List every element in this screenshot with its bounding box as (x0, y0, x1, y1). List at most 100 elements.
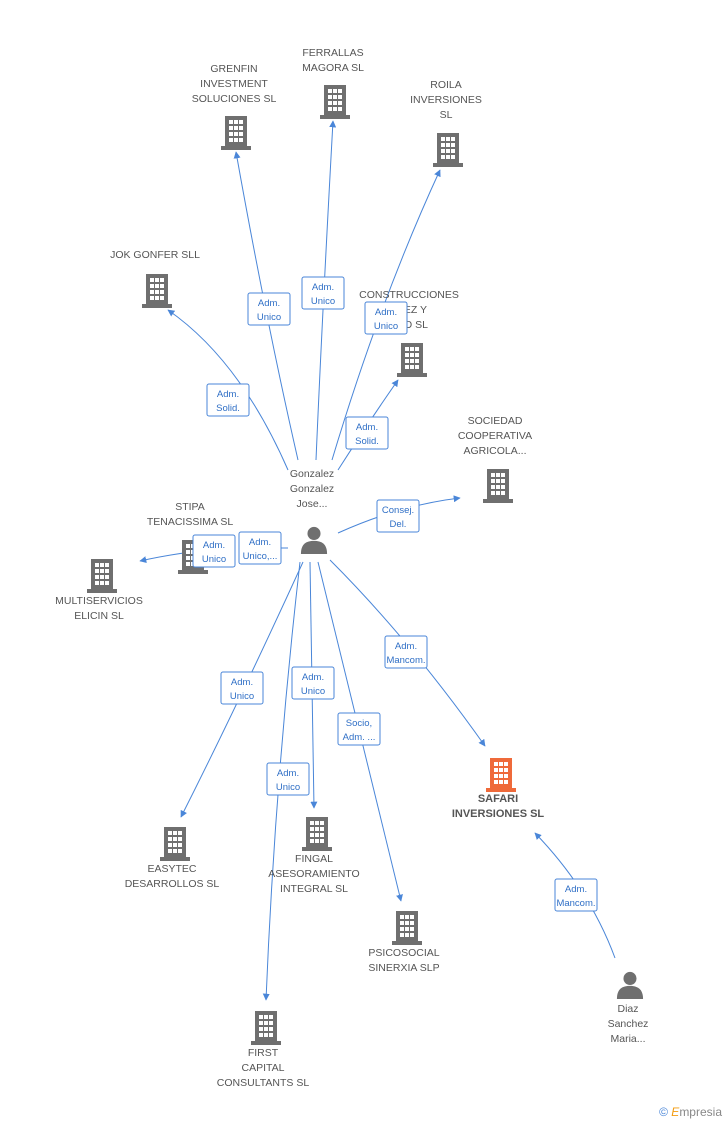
edge-label-construcciones[interactable]: Adm. Solid. (345, 416, 389, 450)
company-label: JOK GONFER SLL (110, 249, 200, 261)
edge-label-stipa[interactable]: Adm. Unico (192, 534, 236, 568)
company-jok[interactable]: JOK GONFER SLL (110, 249, 200, 308)
company-multiservicios[interactable]: MULTISERVICIOS ELICIN SL (55, 559, 143, 622)
edge-jok (167, 309, 289, 471)
edge-label-text: Del. (390, 519, 407, 530)
building-icon (486, 758, 516, 792)
person-label-line: Jose... (297, 498, 328, 510)
building-icon (302, 817, 332, 851)
edge-label-text: Adm. (258, 298, 280, 309)
company-label-line: ROILA (430, 79, 462, 91)
edge-label-grenfin[interactable]: Adm. Unico (247, 292, 291, 326)
edge-label-psicosocial[interactable]: Socio,Adm. ... (337, 712, 381, 746)
company-label-line: PSICOSOCIAL (368, 947, 439, 959)
company-label: FIRST CAPITAL CONSULTANTS SL (217, 1047, 310, 1089)
edge-label-text: Adm. (565, 884, 587, 895)
person-icon (300, 526, 328, 554)
building-icon (251, 1011, 281, 1045)
edge-label-text: Unico (276, 782, 300, 793)
edge-label-text: Adm. ... (343, 732, 376, 743)
company-label-line: SOCIEDAD (468, 415, 523, 427)
company-label-line: CONSTRUCCIONES (359, 289, 459, 301)
person-label-line: Maria... (610, 1033, 645, 1045)
edge-label-text: Unico (311, 296, 335, 307)
edge-label-text: Unico (202, 554, 226, 565)
edge-label-text: Adm. (375, 307, 397, 318)
edge-label-text: Mancom. (556, 898, 595, 909)
edge-label-roila[interactable]: Adm. Unico (364, 301, 408, 335)
edge-label-text: Unico (374, 321, 398, 332)
edge-label-text: Adm. (356, 422, 378, 433)
edge-label-text: Solid. (355, 436, 379, 447)
person-label-line: Gonzalez (290, 468, 334, 480)
edge-label-text: Adm. (217, 389, 239, 400)
edge-label-ferrallas[interactable]: Adm.Unico (301, 276, 345, 310)
building-icon (320, 85, 350, 119)
edge-label-text: Unico,... (243, 551, 278, 562)
edge-label-text: Unico (257, 312, 281, 323)
edge-label-first[interactable]: Adm. Unico (266, 762, 310, 796)
company-sociedad[interactable]: SOCIEDAD COOPERATIVA AGRICOLA... (458, 415, 532, 503)
company-label-line: GRENFIN (210, 63, 257, 75)
company-label-line: MAGORA SL (302, 62, 364, 74)
edge-label-easytec[interactable]: Adm. Unico (220, 671, 264, 705)
company-label-line: TENACISSIMA SL (147, 516, 234, 528)
company-label-line: FIRST (248, 1047, 279, 1059)
company-label-line: JOK GONFER SLL (110, 249, 200, 261)
company-label: MULTISERVICIOS ELICIN SL (55, 595, 143, 622)
company-label-line: EASYTEC (147, 863, 196, 875)
company-label-line: INVESTMENT (200, 78, 268, 90)
person-label-line: Diaz (617, 1003, 638, 1015)
edge-label-text: Adm. (231, 677, 253, 688)
edge-label-safari[interactable]: Adm.Mancom. (384, 635, 428, 669)
brand-initial: E (671, 1105, 680, 1119)
company-label-line: AGRICOLA... (463, 445, 526, 457)
company-first[interactable]: FIRST CAPITAL CONSULTANTS SL (217, 1011, 310, 1089)
company-label-line: COOPERATIVA (458, 430, 532, 442)
edge-label-other[interactable]: Adm. Mancom. (554, 878, 598, 912)
person-label-line: Gonzalez (290, 483, 334, 495)
edge-label-sociedad[interactable]: Consej. Del. (376, 499, 420, 533)
edge-label-jok[interactable]: Adm. Solid. (206, 383, 250, 417)
company-label-line: ASESORAMIENTO (268, 868, 359, 880)
company-label-line: FERRALLAS (302, 47, 363, 59)
company-label-line: CONSULTANTS SL (217, 1077, 310, 1089)
edge-label-text: Adm. (277, 768, 299, 779)
company-label-line: ELICIN SL (74, 610, 124, 622)
edge-label-text: Unico (230, 691, 254, 702)
edge-label-text: Consej. (382, 505, 414, 516)
edge-label-text: Unico (301, 686, 325, 697)
building-icon (142, 274, 172, 308)
company-label-line: SAFARI (478, 793, 518, 805)
edge-label-text: Solid. (216, 403, 240, 414)
copyright-icon: © (659, 1105, 668, 1119)
edge-label-text: Mancom. (386, 655, 425, 666)
edge-label-multiservicios[interactable]: Adm. Unico,... (238, 531, 282, 565)
edge-label-text: Adm. (203, 540, 225, 551)
building-icon (87, 559, 117, 593)
company-label-line: SOLUCIONES SL (192, 93, 277, 105)
building-icon (221, 116, 251, 150)
company-label-line: MULTISERVICIOS (55, 595, 143, 607)
edge-label-text: Adm. (249, 537, 271, 548)
company-grenfin[interactable]: GRENFIN INVESTMENT SOLUCIONES SL (192, 63, 277, 150)
company-label-line: CAPITAL (242, 1062, 285, 1074)
copyright: © Empresia (659, 1105, 722, 1119)
company-ferrallas[interactable]: FERRALLAS MAGORA SL (302, 47, 364, 119)
company-label-line: FINGAL (295, 853, 333, 865)
edge-label-fingal[interactable]: Adm.Unico (291, 666, 335, 700)
